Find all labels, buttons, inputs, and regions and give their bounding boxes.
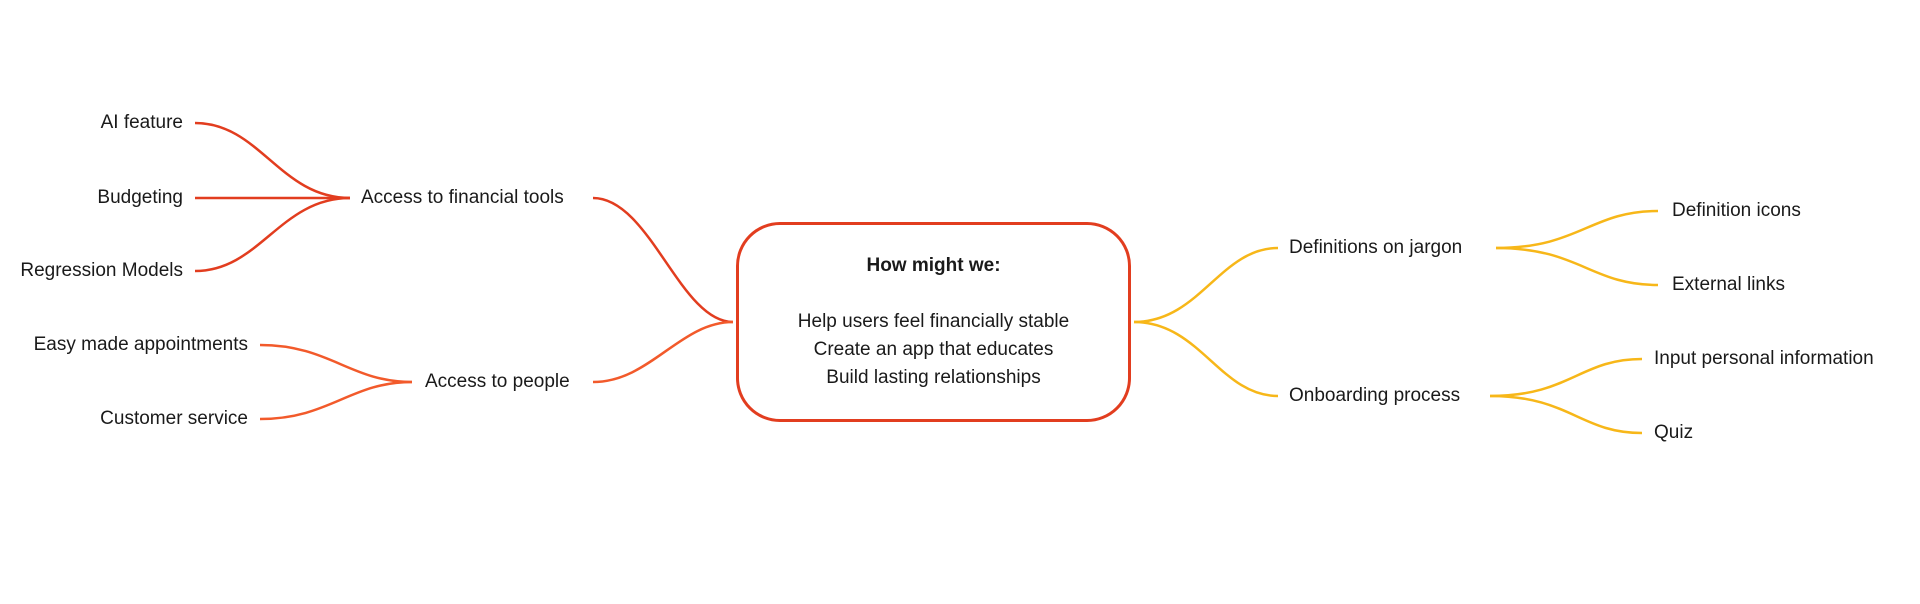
connector-onboarding-quiz xyxy=(1489,394,1643,435)
node-access-people[interactable]: Access to people xyxy=(425,371,570,392)
node-quiz[interactable]: Quiz xyxy=(1654,422,1694,443)
connector-jargon-icons xyxy=(1495,209,1659,250)
node-external-links[interactable]: External links xyxy=(1672,274,1785,295)
node-access-financial-tools[interactable]: Access to financial tools xyxy=(361,187,564,208)
node-budgeting[interactable]: Budgeting xyxy=(97,187,183,208)
node-onboarding-process[interactable]: Onboarding process xyxy=(1289,385,1461,406)
center-line-3: Build lasting relationships xyxy=(826,367,1041,388)
node-customer-service[interactable]: Customer service xyxy=(100,408,248,429)
node-definition-icons[interactable]: Definition icons xyxy=(1672,200,1801,221)
node-regression-models[interactable]: Regression Models xyxy=(20,260,183,281)
connector-financial-ai xyxy=(194,121,351,200)
connector-people-customer-service xyxy=(259,380,413,421)
center-node[interactable]: How might we: Help users feel financiall… xyxy=(736,222,1131,422)
center-title: How might we: xyxy=(866,255,1001,276)
node-input-personal-info[interactable]: Input personal information xyxy=(1654,348,1874,369)
connector-onboarding-input xyxy=(1489,357,1643,398)
connector-center-financial-tools xyxy=(592,196,734,324)
node-easy-appointments[interactable]: Easy made appointments xyxy=(33,334,248,355)
connector-center-onboarding xyxy=(1133,320,1279,398)
node-ai-feature[interactable]: AI feature xyxy=(100,112,183,133)
center-line-2: Create an app that educates xyxy=(813,339,1054,360)
connector-center-jargon xyxy=(1133,246,1279,324)
connector-jargon-links xyxy=(1495,246,1659,287)
connector-center-people xyxy=(592,320,734,384)
connector-people-appointments xyxy=(259,343,413,384)
connector-financial-regression xyxy=(194,196,351,273)
center-line-1: Help users feel financially stable xyxy=(797,311,1070,332)
node-definitions-jargon[interactable]: Definitions on jargon xyxy=(1289,237,1463,258)
